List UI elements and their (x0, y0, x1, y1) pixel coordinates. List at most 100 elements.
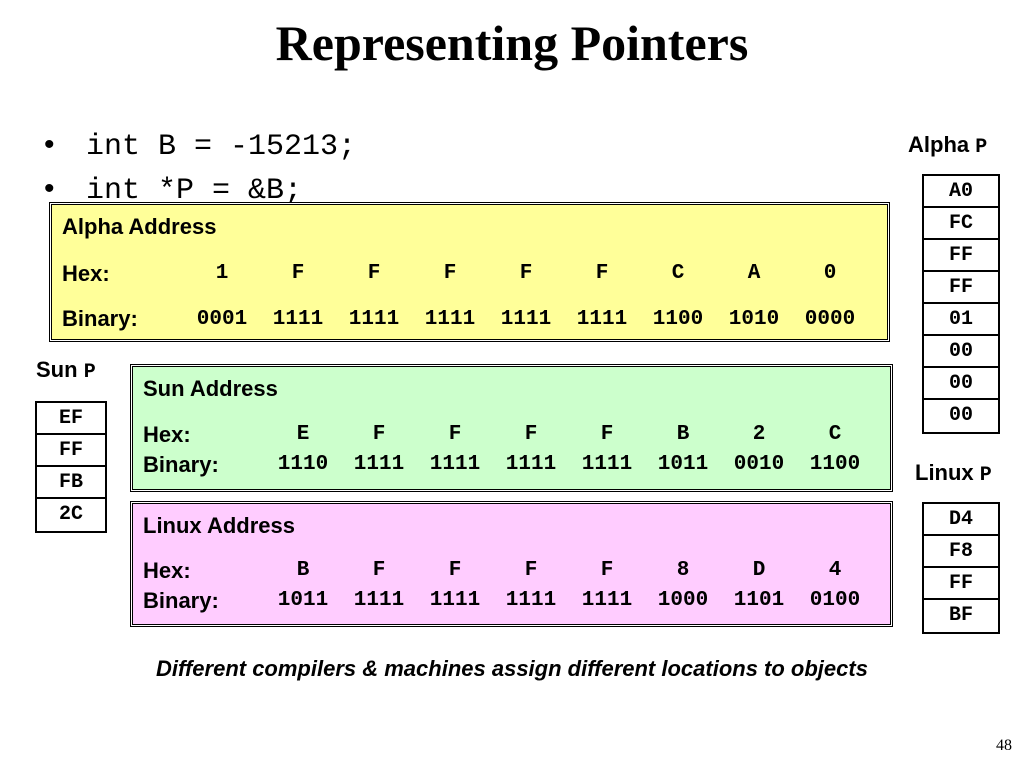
hex-digit: B (676, 423, 690, 446)
linux-p-label: Linux P (915, 460, 992, 487)
hex-digit: F (595, 262, 609, 285)
binary-group: 1100 (652, 308, 704, 331)
hex-digit: F (372, 423, 386, 446)
binary-group: 1111 (581, 453, 633, 476)
byte-cell: F8 (924, 536, 998, 568)
binary-group: 1100 (809, 453, 861, 476)
byte-cell: 2C (58, 503, 83, 526)
hex-digit: F (524, 559, 538, 582)
hex-digit: F (448, 559, 462, 582)
sun-label-var: P (83, 361, 96, 384)
binary-group: 1010 (728, 308, 780, 331)
byte-cell: FF (37, 435, 105, 467)
byte-cell: 01 (924, 304, 998, 336)
alpha-address-box: Alpha Address Hex: 1 F F F F F C A 0 Binary: 000… (51, 204, 888, 340)
alpha-byte-column: A0 FC FF FF 01 00 00 00 (922, 174, 1000, 434)
byte-cell: FB (37, 467, 105, 499)
binary-group: 1000 (657, 589, 709, 612)
binary-group: 1111 (424, 308, 476, 331)
hex-digit: F (524, 423, 538, 446)
bullet-text: int B = -15213; (86, 130, 357, 164)
hex-digit: C (828, 423, 842, 446)
slide-caption: Different compilers & machines assign di… (156, 656, 868, 681)
hex-digit: 4 (828, 559, 842, 582)
binary-group: 1111 (505, 589, 557, 612)
code-bullets: • int B = -15213; •int *P = &B; (44, 124, 356, 212)
binary-group: 1011 (277, 589, 329, 612)
byte-cell: FC (924, 208, 998, 240)
binary-group: 0100 (809, 589, 861, 612)
hex-digit: E (296, 423, 310, 446)
linux-binary-label: Binary: (143, 588, 219, 613)
hex-digit: F (600, 559, 614, 582)
sun-hex-label: Hex: (143, 422, 191, 447)
hex-digit: D (752, 559, 766, 582)
hex-digit: F (443, 262, 457, 285)
hex-digit: F (372, 559, 386, 582)
binary-group: 1101 (733, 589, 785, 612)
hex-digit: C (671, 262, 685, 285)
alpha-box-title: Alpha Address (62, 214, 217, 239)
slide-title: Representing Pointers (275, 15, 749, 71)
linux-label-prefix: Linux (915, 460, 974, 485)
alpha-p-label: Alpha P (908, 132, 987, 159)
page-number: 48 (996, 737, 1012, 754)
byte-cell: 00 (924, 336, 998, 368)
hex-digit: F (367, 262, 381, 285)
sun-binary-groups: 1110 1111 1111 1111 1111 1011 0010 1100 (265, 453, 873, 476)
linux-byte-column: D4 F8 FF BF (922, 502, 1000, 634)
alpha-label-prefix: Alpha (908, 132, 970, 157)
alpha-binary-label: Binary: (62, 306, 138, 331)
binary-group: 1111 (576, 308, 628, 331)
bullet-text: int *P = &B; (86, 174, 303, 208)
alpha-label-var: P (975, 136, 988, 159)
alpha-hex-label: Hex: (62, 261, 110, 286)
hex-digit: 2 (752, 423, 766, 446)
linux-binary-groups: 1011 1111 1111 1111 1111 1000 1101 0100 (265, 589, 873, 612)
binary-group: 1111 (505, 453, 557, 476)
alpha-binary-groups: 0001 1111 1111 1111 1111 1111 1100 1010 0000 (184, 308, 868, 331)
bullet-item: •int *P = &B; (44, 168, 356, 212)
binary-group: 0001 (196, 308, 248, 331)
binary-group: 1111 (353, 589, 405, 612)
byte-cell: FF (924, 272, 998, 304)
binary-group: 1110 (277, 453, 329, 476)
hex-digit: 0 (823, 262, 837, 285)
linux-label-var: P (979, 464, 992, 487)
hex-digit: 8 (676, 559, 690, 582)
binary-group: 0000 (804, 308, 856, 331)
byte-cell: BF (948, 604, 973, 627)
sun-binary-label: Binary: (143, 452, 219, 477)
byte-cell: A0 (924, 176, 998, 208)
binary-group: 1111 (581, 589, 633, 612)
byte-cell: D4 (924, 504, 998, 536)
linux-hex-label: Hex: (143, 558, 191, 583)
byte-cell: 00 (924, 368, 998, 400)
binary-group: 1111 (348, 308, 400, 331)
sun-p-label: Sun P (36, 357, 96, 384)
binary-group: 1111 (353, 453, 405, 476)
hex-digit: 1 (215, 262, 229, 285)
binary-group: 1111 (500, 308, 552, 331)
binary-group: 1111 (429, 453, 481, 476)
binary-group: 1011 (657, 453, 709, 476)
byte-cell: FF (924, 240, 998, 272)
hex-digit: A (747, 262, 761, 285)
hex-digit: F (519, 262, 533, 285)
linux-box-title: Linux Address (143, 513, 295, 538)
hex-digit: F (291, 262, 305, 285)
byte-cell: EF (37, 403, 105, 435)
bullet-dot-icon: • (44, 128, 55, 161)
binary-group: 0010 (733, 453, 785, 476)
sun-label-prefix: Sun (36, 357, 78, 382)
byte-cell: 00 (948, 404, 973, 427)
sun-box-title: Sun Address (143, 376, 278, 401)
hex-digit: F (600, 423, 614, 446)
binary-group: 1111 (272, 308, 324, 331)
bullet-item: • int B = -15213; (44, 124, 356, 168)
binary-group: 1111 (429, 589, 481, 612)
